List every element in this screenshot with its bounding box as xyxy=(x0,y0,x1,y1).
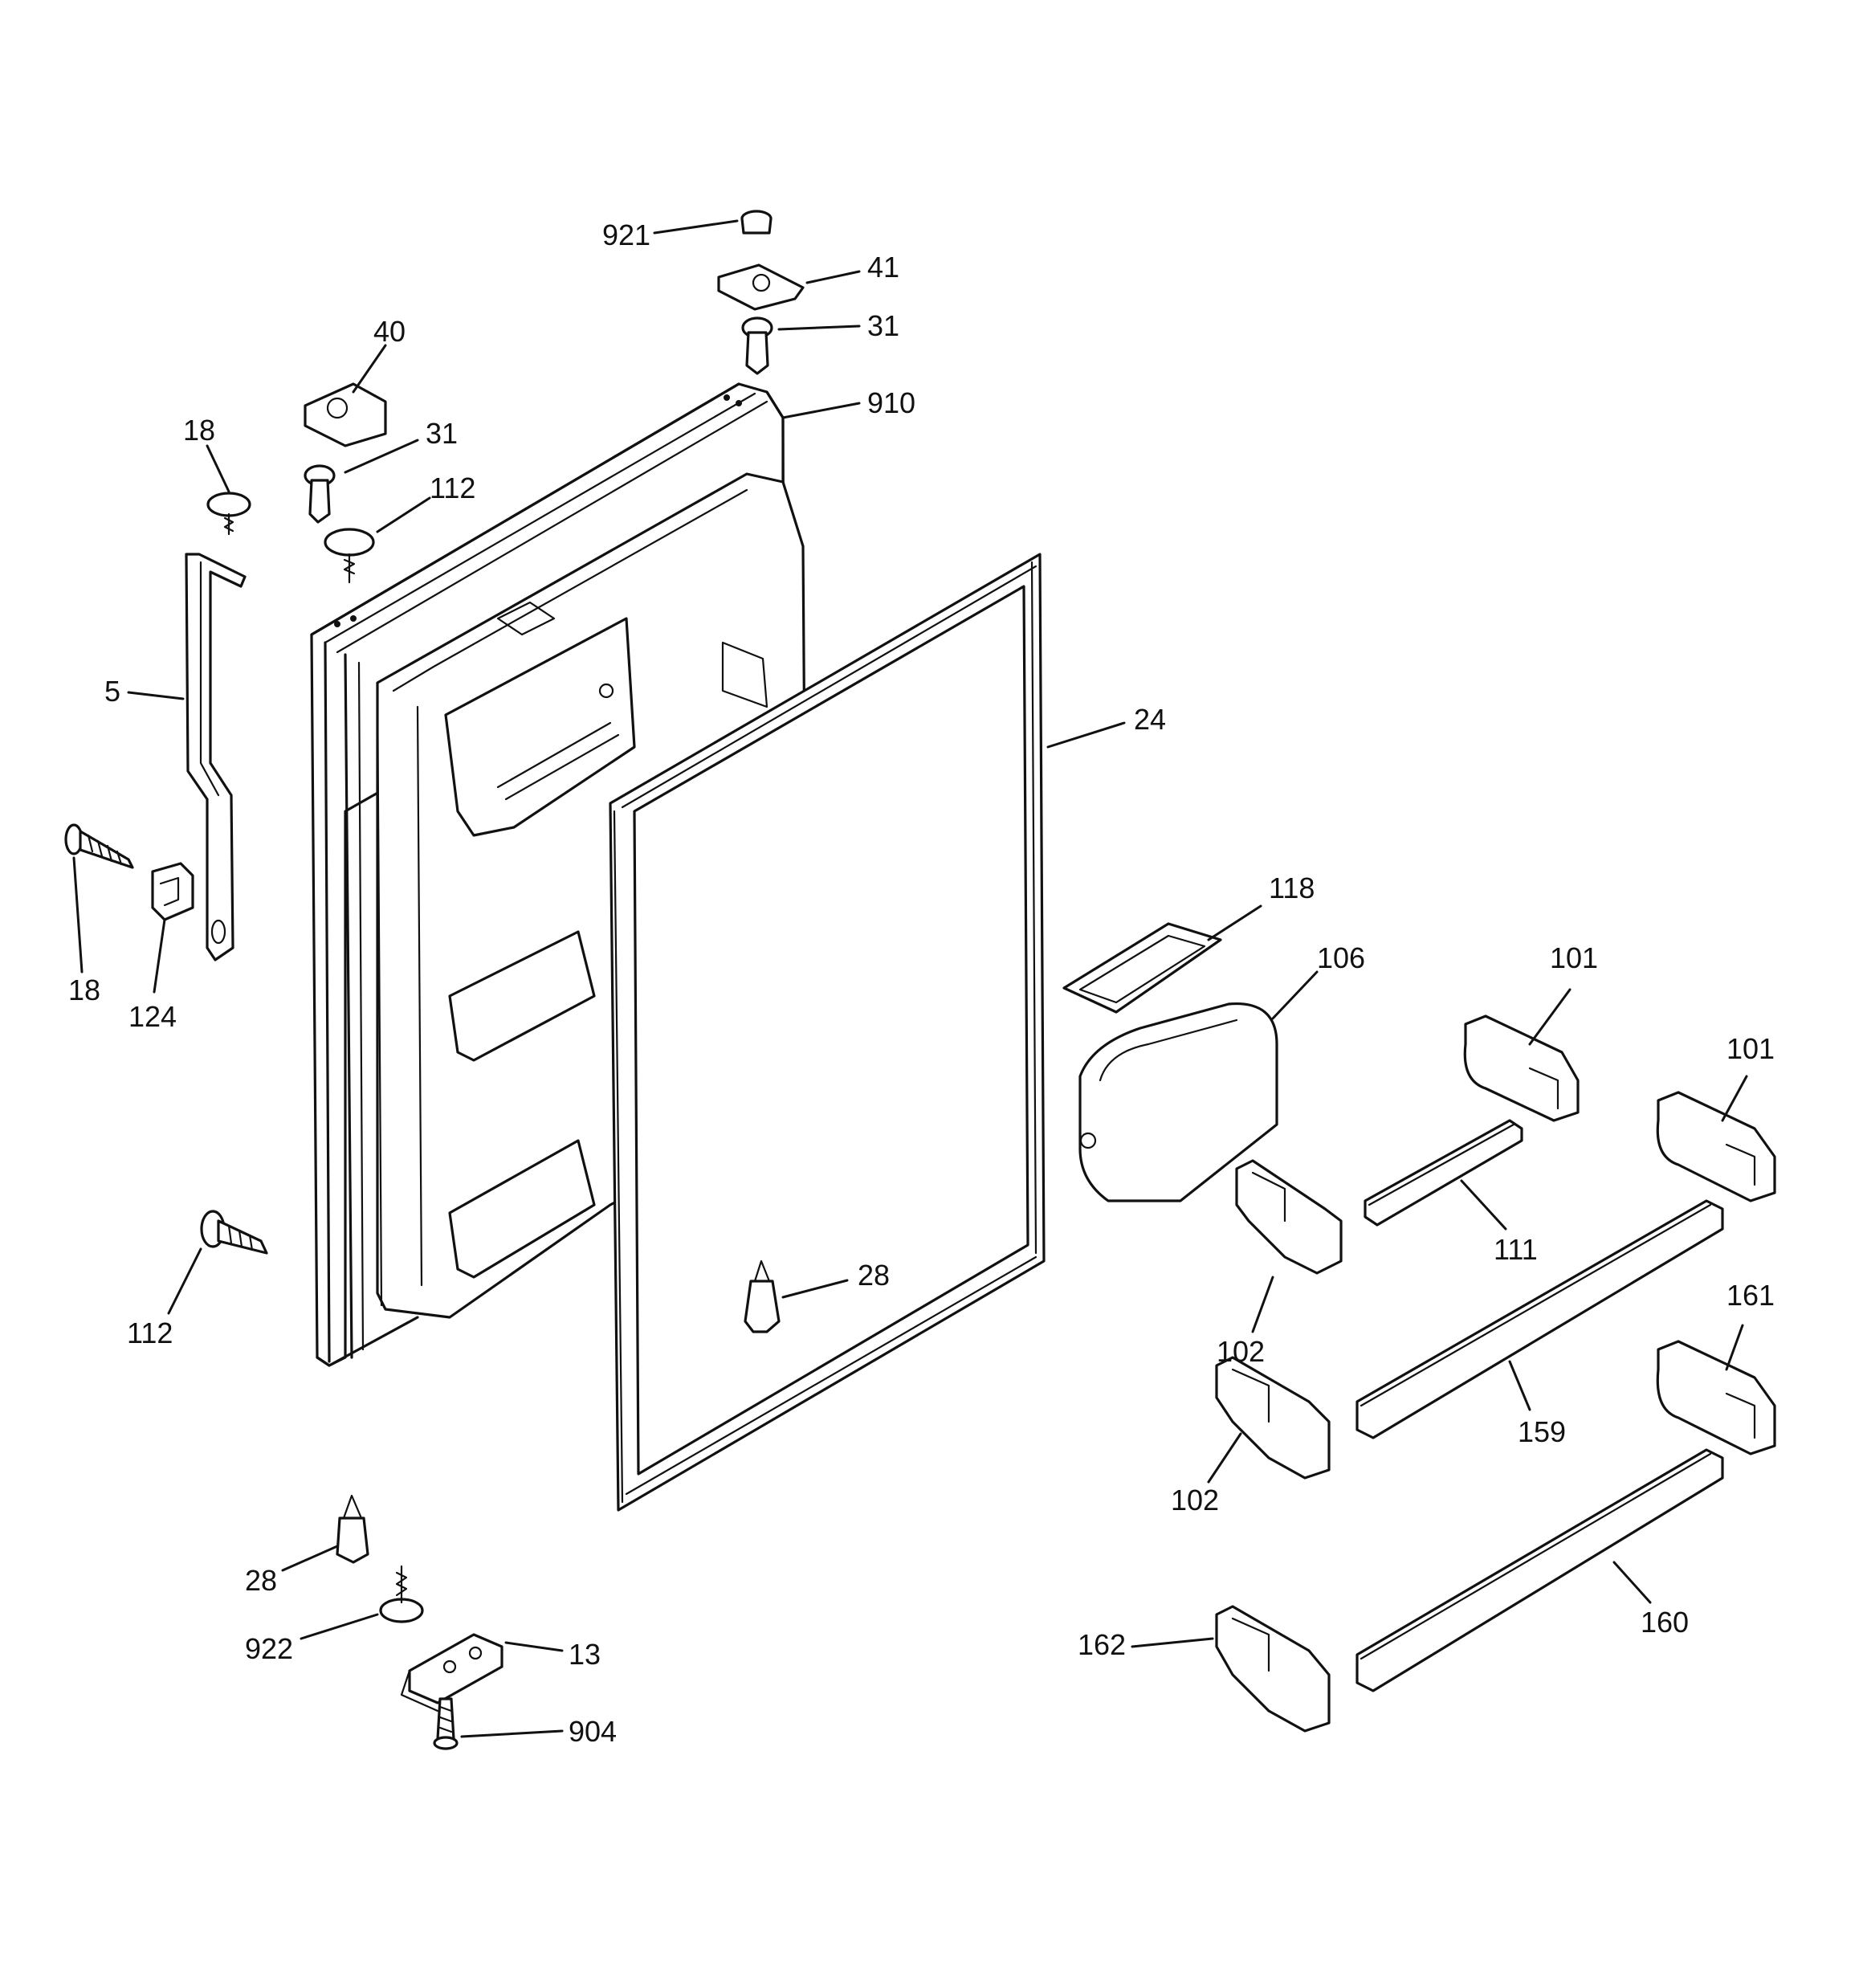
rail-160 xyxy=(1355,1448,1724,1692)
callout-18-top: 18 xyxy=(183,414,215,447)
callout-101-b: 101 xyxy=(1726,1032,1775,1065)
callout-28-mid: 28 xyxy=(858,1259,890,1292)
callout-41: 41 xyxy=(867,251,899,284)
tray-118 xyxy=(1062,922,1222,1014)
door-gasket xyxy=(609,553,1046,1512)
end-cap-101-b xyxy=(1656,1091,1776,1202)
screw-922 xyxy=(379,1565,424,1623)
cap-162 xyxy=(1215,1605,1331,1733)
callout-111: 111 xyxy=(1494,1233,1538,1266)
dairy-door-106 xyxy=(1078,1002,1278,1202)
screw-112-top xyxy=(324,528,375,584)
callout-24: 24 xyxy=(1134,703,1166,736)
callout-106: 106 xyxy=(1317,941,1365,974)
screw-904 xyxy=(433,1697,459,1750)
end-cap-101-a xyxy=(1463,1014,1580,1122)
rail-111 xyxy=(1364,1119,1523,1227)
callout-18-bottom: 18 xyxy=(68,974,100,1006)
screw-18-bottom xyxy=(64,823,134,869)
bushing-31-left xyxy=(304,464,336,524)
callout-162: 162 xyxy=(1078,1628,1126,1661)
callout-31-right: 31 xyxy=(867,309,899,342)
callout-40: 40 xyxy=(373,315,406,348)
pin-28-mid xyxy=(744,1259,781,1333)
callout-160: 160 xyxy=(1641,1606,1689,1639)
callout-102-a: 102 xyxy=(1217,1335,1265,1368)
pin-28-bottom xyxy=(336,1494,369,1564)
callout-28-bottom: 28 xyxy=(245,1564,277,1597)
callout-910: 910 xyxy=(867,386,915,419)
callout-112-top: 112 xyxy=(430,471,475,504)
clip-124 xyxy=(151,862,194,921)
callout-159: 159 xyxy=(1518,1415,1566,1448)
callout-112-bottom: 112 xyxy=(127,1316,173,1349)
callout-13: 13 xyxy=(569,1638,601,1671)
callout-161: 161 xyxy=(1726,1279,1775,1312)
callout-921: 921 xyxy=(602,218,650,251)
bushing-31-right xyxy=(741,316,773,375)
hinge-bracket-13 xyxy=(400,1633,503,1712)
end-cap-161 xyxy=(1656,1340,1776,1455)
cap-102-b xyxy=(1215,1356,1331,1480)
leader-lines xyxy=(72,219,1748,1738)
callout-31-left: 31 xyxy=(426,417,458,450)
door-handle xyxy=(185,553,247,961)
screw-112-bottom xyxy=(200,1210,268,1255)
callout-922: 922 xyxy=(245,1632,293,1665)
callout-124: 124 xyxy=(128,1000,177,1033)
callout-101-a: 101 xyxy=(1550,941,1598,974)
callout-102-b: 102 xyxy=(1171,1484,1219,1517)
callout-5: 5 xyxy=(104,675,120,708)
hinge-plate-40 xyxy=(304,382,387,447)
rail-159 xyxy=(1355,1199,1724,1439)
hinge-cover-41 xyxy=(717,263,805,311)
callout-904: 904 xyxy=(569,1715,617,1748)
plug-921 xyxy=(740,210,773,235)
screw-18-top xyxy=(206,492,251,536)
callout-118: 118 xyxy=(1269,872,1315,904)
callout-labels: 921 41 31 910 40 31 18 112 5 24 18 124 1… xyxy=(68,218,1775,1748)
cap-102-a xyxy=(1235,1159,1343,1275)
